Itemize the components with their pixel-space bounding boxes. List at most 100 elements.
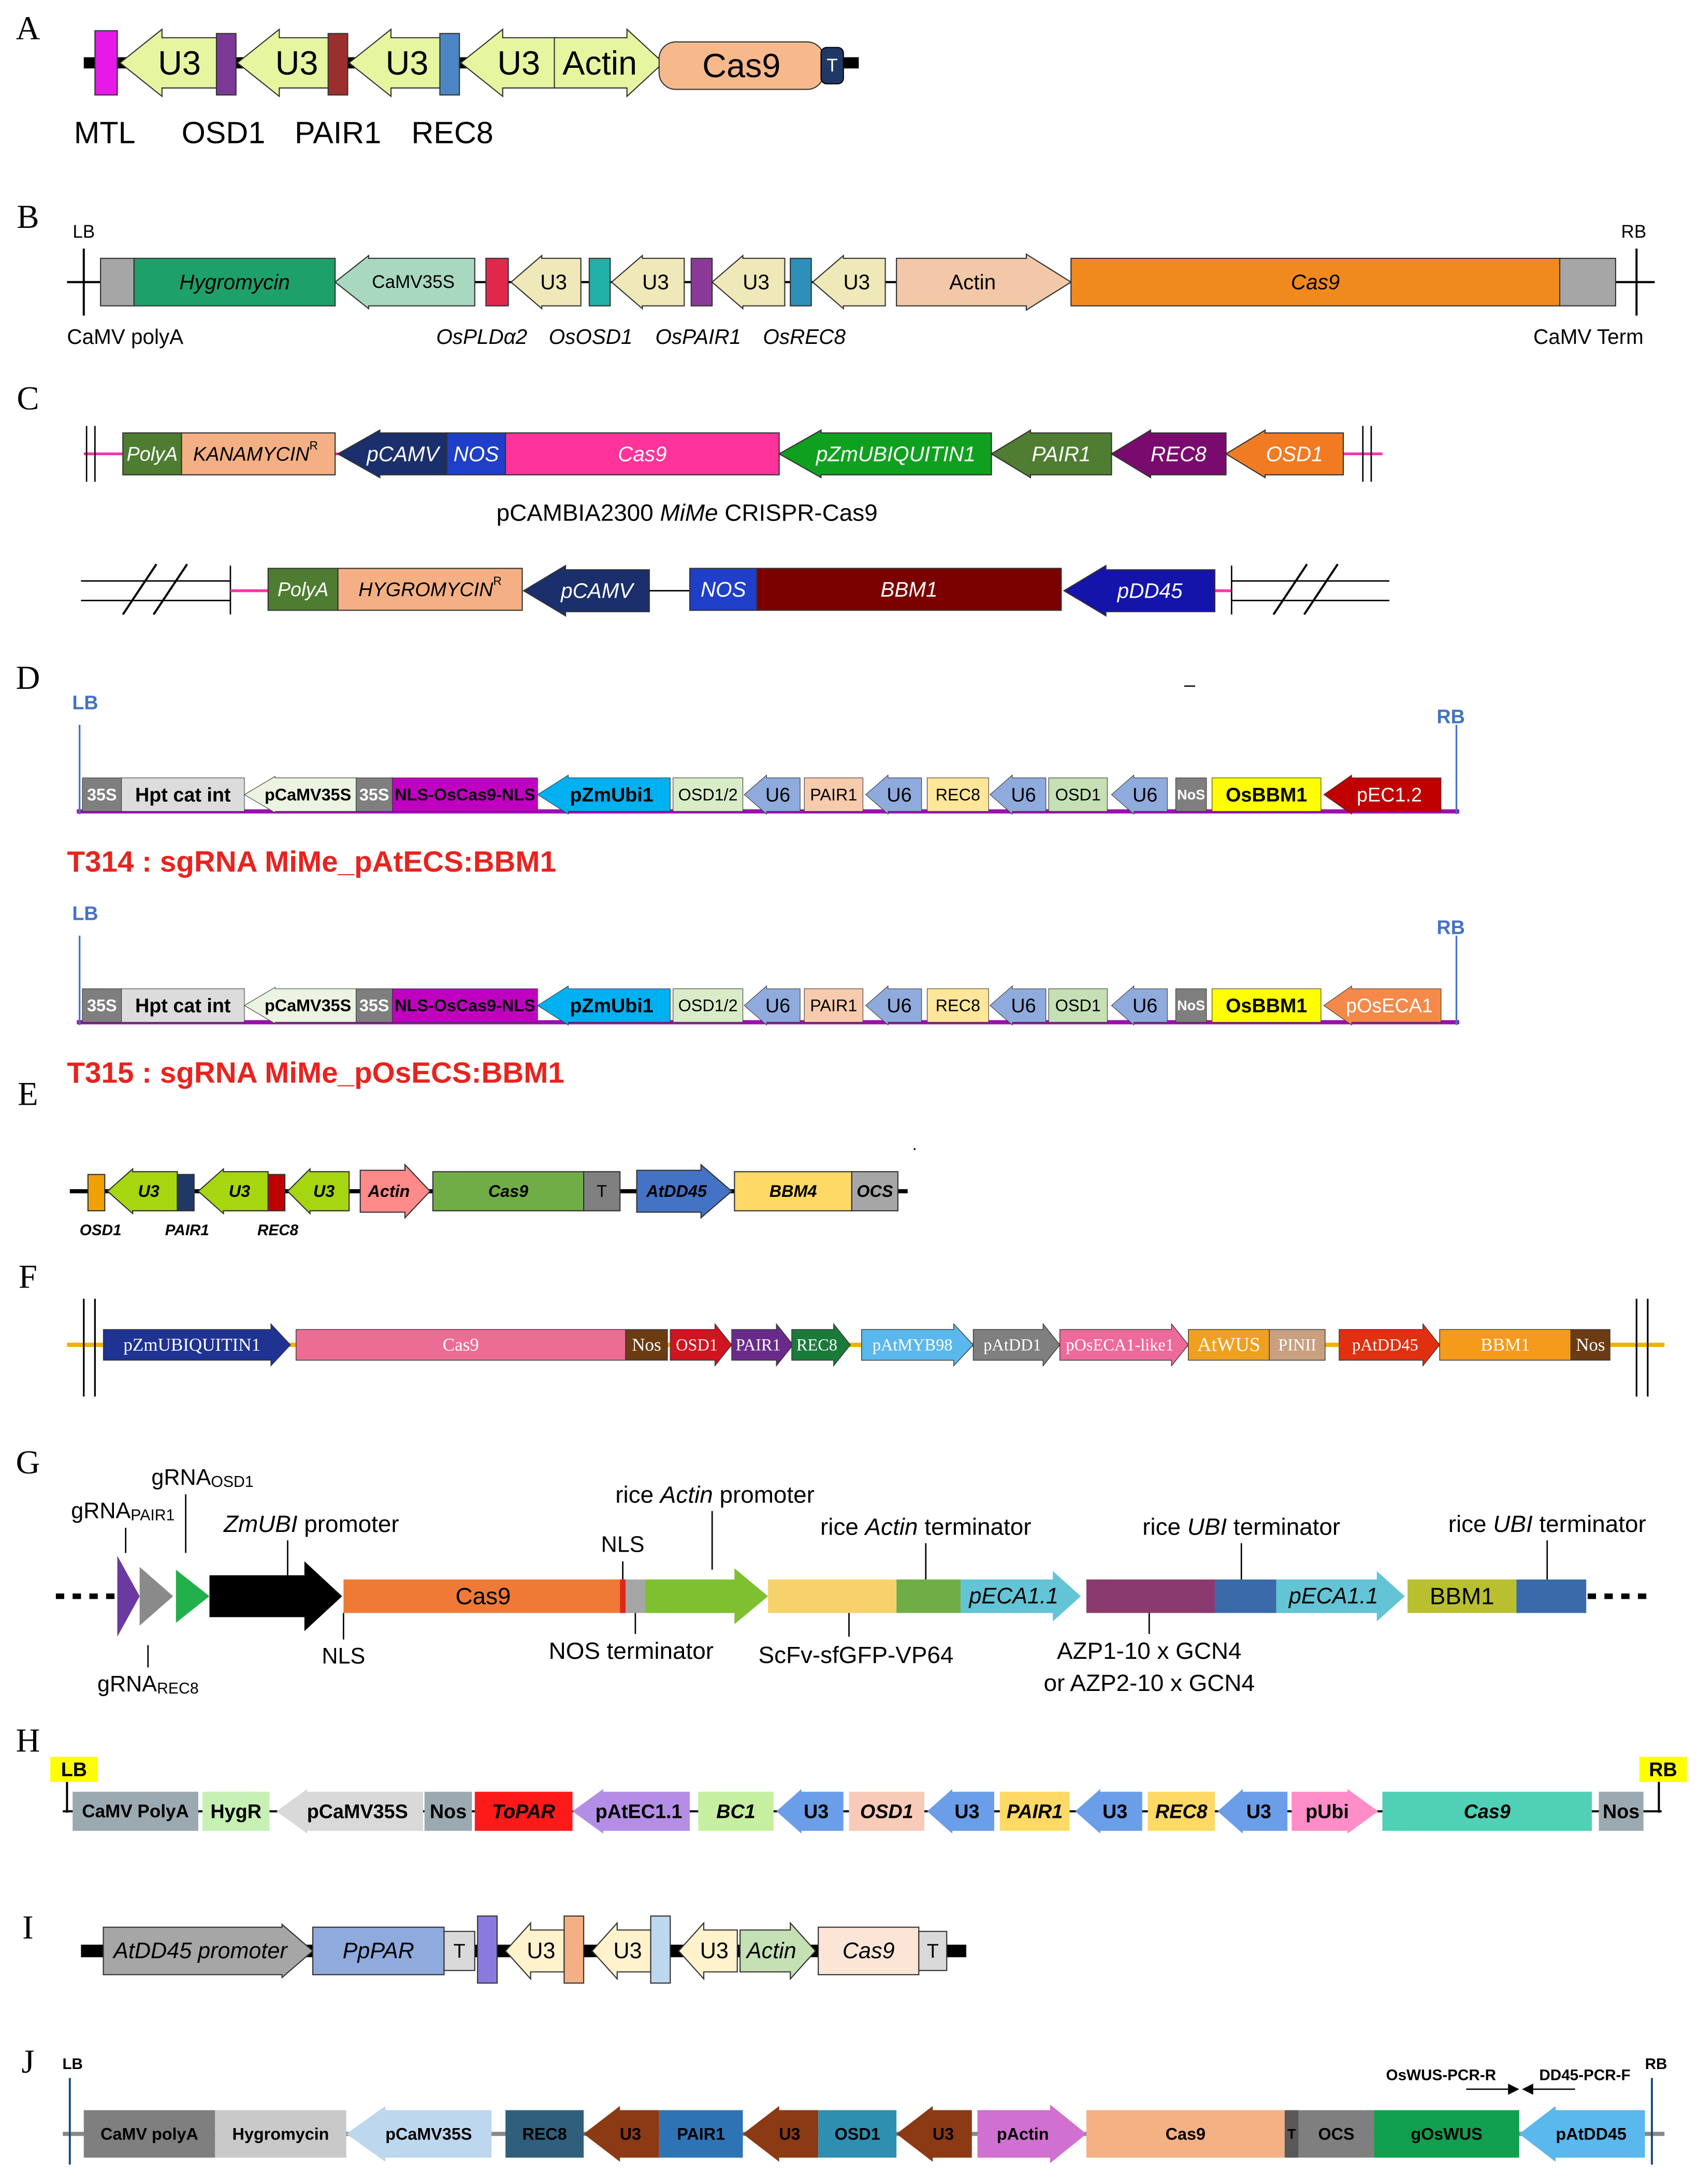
35s-block-label: 35S	[359, 785, 389, 804]
oswus-primer-label: OsWUS-PCR-R	[1386, 2066, 1497, 2084]
backbone-line	[1272, 563, 1308, 615]
osd1-block	[588, 257, 611, 307]
promoter-arrow	[1323, 774, 1442, 815]
osd1-arrow	[1225, 429, 1344, 479]
u3-arrow	[711, 254, 786, 310]
label-part: terminator	[918, 1513, 1031, 1540]
grna-block	[477, 1915, 498, 1984]
hpt-block-label: Hpt cat int	[135, 994, 231, 1016]
bbm1-block-label: BBM1	[1481, 1335, 1530, 1355]
cas9-block	[1070, 257, 1561, 307]
atwus-block-label: AtWUS	[1197, 1334, 1260, 1356]
patmyb98-arrow-label: pAtMYB98	[873, 1336, 953, 1354]
u3-arrow	[107, 1167, 178, 1215]
u3-arrow-label: U3	[158, 44, 201, 82]
pcamv-arrow-label: pCAMV	[366, 442, 441, 466]
nos-block-label: NoS	[1177, 997, 1205, 1013]
rec8-block-label: REC8	[936, 996, 980, 1015]
actin-promoter-label: rice Actin promoter	[615, 1481, 815, 1508]
osbbm1-block-label: OsBBM1	[1226, 784, 1307, 805]
hygromycin-block	[133, 257, 336, 307]
u3-arrow	[584, 2106, 659, 2162]
u3-arrow	[1217, 1789, 1288, 1834]
pppar-block-label: PpPAR	[343, 1939, 414, 1963]
panel-letter: G	[16, 1443, 40, 1481]
u6-arrow-label: U6	[1133, 994, 1157, 1016]
label-part: gRNA	[71, 1499, 130, 1524]
ubi-terminator-label: rice UBI terminator	[1448, 1510, 1646, 1537]
construct-caption: pCAMBIA2300 MiMe CRISPR-Cas9	[497, 499, 878, 526]
peca11-arrow-label: pECA1.1	[968, 1584, 1058, 1609]
oscas9-block	[392, 777, 538, 812]
posECA1-arrow-label: pOsECA1-like1	[1066, 1336, 1173, 1354]
label-part: gRNA	[97, 1672, 157, 1697]
lb-tag-label: LB	[61, 1758, 87, 1780]
cas9-block-label: Cas9	[1166, 2124, 1206, 2143]
u6-arrow	[744, 774, 801, 815]
construct-title: T314 : sgRNA MiMe_pAtECS:BBM1	[67, 845, 556, 878]
bc1-block-label: BC1	[716, 1800, 756, 1822]
nos-block	[424, 1791, 472, 1831]
atwus-block	[1188, 1329, 1270, 1361]
terminator-block	[918, 1931, 948, 1971]
osd1-block	[1048, 777, 1108, 812]
ocs-block-label: OCS	[1318, 2124, 1355, 2143]
polya-block-label: PolyA	[278, 578, 329, 600]
cas9-block-label: Cas9	[1291, 270, 1340, 294]
u6-arrow-label: U6	[1011, 994, 1036, 1016]
label-part: HYGROMYCIN	[358, 578, 494, 600]
zmubi-arrow-label: pZmUBIQUITIN1	[816, 442, 976, 466]
pair1-block-label: PAIR1	[677, 2124, 725, 2143]
u3-arrow-label: U3	[933, 2124, 954, 2143]
u3-arrow	[678, 1921, 738, 1980]
bbm1-block-label: BBM1	[1430, 1583, 1494, 1610]
cas9-block	[432, 1171, 585, 1211]
zmubi-arrow	[778, 429, 992, 479]
pair1-arrow	[731, 1323, 794, 1367]
pcamv35s-arrow	[346, 2106, 492, 2162]
u6-arrow-label: U6	[1133, 784, 1157, 805]
35s-block-label: 35S	[359, 996, 389, 1015]
azp2-label: or AZP2-10 x GCN4	[1043, 1670, 1255, 1696]
peca11-arrow-label: pECA1.1	[1288, 1584, 1378, 1609]
hpt-block-label: Hpt cat int	[135, 784, 231, 805]
patec11-arrow	[572, 1789, 690, 1834]
osbbm1-block	[1212, 988, 1322, 1023]
bbm1-block	[1407, 1579, 1517, 1613]
atdd45-promoter-arrow	[103, 1923, 314, 1979]
u6-arrow	[1111, 774, 1168, 815]
osd1-block-label: OSD1	[860, 1800, 913, 1822]
cas9-block-label: Cas9	[455, 1583, 511, 1610]
primer-arrowhead	[1522, 2084, 1533, 2095]
pair1-arrow	[990, 429, 1112, 479]
label-part: UBI	[1493, 1510, 1533, 1537]
pld-block	[485, 257, 509, 307]
ocs-block-label: OCS	[857, 1182, 893, 1201]
rec8-arrow-label: REC8	[1151, 442, 1207, 466]
terminator-block	[820, 47, 844, 84]
label-part: ZmUBI	[223, 1510, 298, 1537]
panel-letter: F	[19, 1258, 37, 1295]
u3-arrow-label: U3	[614, 1939, 642, 1963]
hygromycin-block-label: Hygromycin	[233, 2124, 329, 2143]
zmubi-arrow	[209, 1561, 342, 1631]
u6-arrow-label: U6	[765, 784, 790, 805]
panel-letter: D	[16, 659, 40, 696]
actin-arrow	[554, 28, 664, 98]
panel-letter: H	[16, 1722, 40, 1759]
osbbm1-block-label: OsBBM1	[1226, 994, 1307, 1016]
label-part: promoter	[298, 1510, 399, 1537]
osd12-block	[673, 777, 744, 812]
pcamv-arrow-label: pCAMV	[560, 579, 635, 603]
pppar-block	[312, 1927, 445, 1975]
u6-arrow	[865, 985, 922, 1026]
label-part: Actin	[659, 1481, 713, 1508]
nos-block-label: NoS	[1177, 787, 1205, 802]
rec8-block	[926, 777, 989, 812]
u3-arrow-label: U3	[138, 1182, 159, 1201]
terminator-block	[1284, 2110, 1299, 2158]
topar-block-label: ToPAR	[492, 1800, 555, 1822]
scfv-label: ScFv-sfGFP-VP64	[759, 1642, 954, 1668]
pair1-block-label: PAIR1	[810, 785, 857, 804]
rec8-arrow	[791, 1323, 851, 1367]
